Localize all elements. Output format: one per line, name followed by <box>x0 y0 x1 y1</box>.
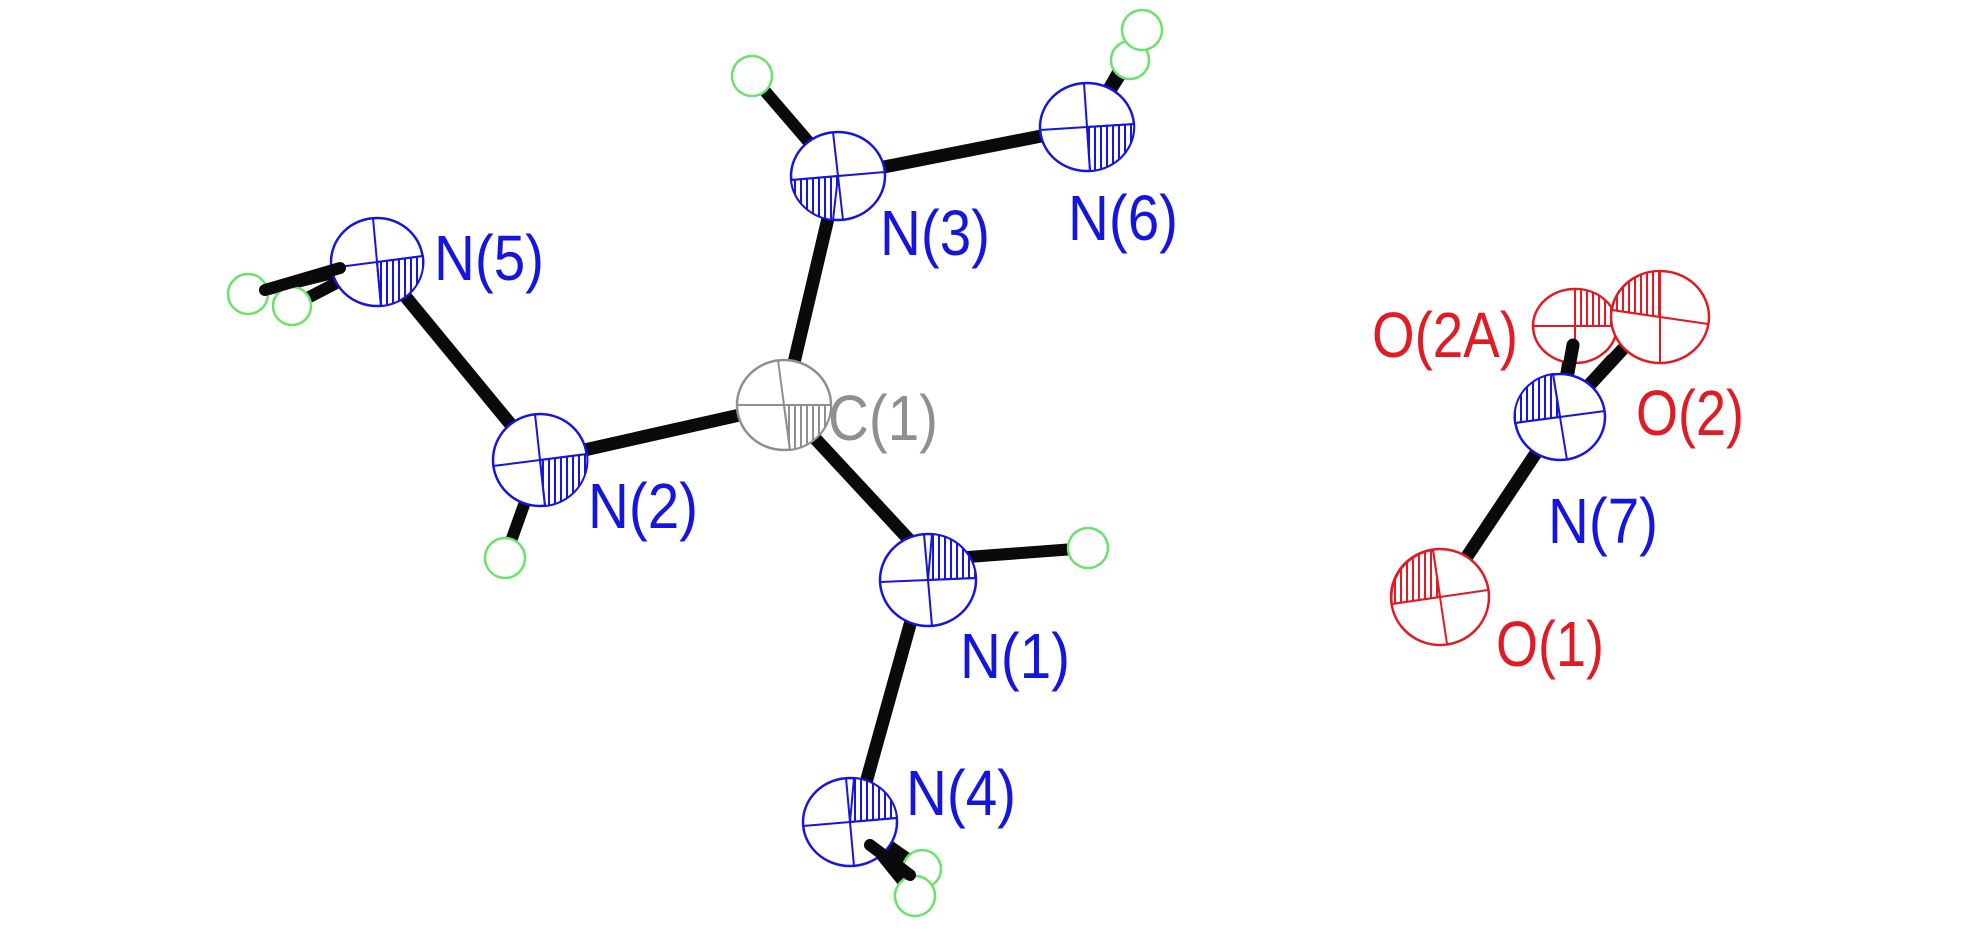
bond-n4-h1-front <box>864 839 916 881</box>
hydrogen-atoms <box>226 8 1164 918</box>
label-n3: N(3) <box>880 197 990 269</box>
label-n4: N(4) <box>906 757 1016 829</box>
atom-n1 <box>878 532 978 628</box>
atom-n6 <box>1038 81 1136 173</box>
atom-o1 <box>1389 547 1491 647</box>
label-c1: C(1) <box>828 382 938 454</box>
atom-o2 <box>1609 269 1711 365</box>
atom-n3 <box>789 130 887 222</box>
hydrogen-atom-n6-a <box>1120 8 1164 52</box>
bond-n5-h1-front <box>259 262 346 296</box>
hydrogen-atom-n2 <box>483 536 527 580</box>
atom-n2 <box>491 412 589 508</box>
hydrogen-atom-n4-a <box>893 874 937 918</box>
label-n1: N(1) <box>960 620 1070 692</box>
label-n6: N(6) <box>1068 182 1178 254</box>
label-o2a: O(2A) <box>1372 299 1518 371</box>
atom-labels: N(5) N(3) N(6) C(1) N(2) N(1) N(4) O(2A)… <box>434 182 1744 829</box>
hydrogen-atom-n3 <box>730 54 774 98</box>
label-o2: O(2) <box>1636 377 1744 449</box>
label-n7: N(7) <box>1548 485 1658 557</box>
atom-n7 <box>1513 372 1607 462</box>
hydrogen-atom-n5-b <box>271 285 313 327</box>
label-n5: N(5) <box>434 222 544 294</box>
hydrogen-atom-n1 <box>1066 526 1110 570</box>
atom-c1 <box>735 358 833 452</box>
atom-o2a <box>1531 287 1619 365</box>
label-o1: O(1) <box>1496 608 1604 680</box>
atom-n5 <box>329 216 425 308</box>
label-n2: N(2) <box>588 470 698 542</box>
